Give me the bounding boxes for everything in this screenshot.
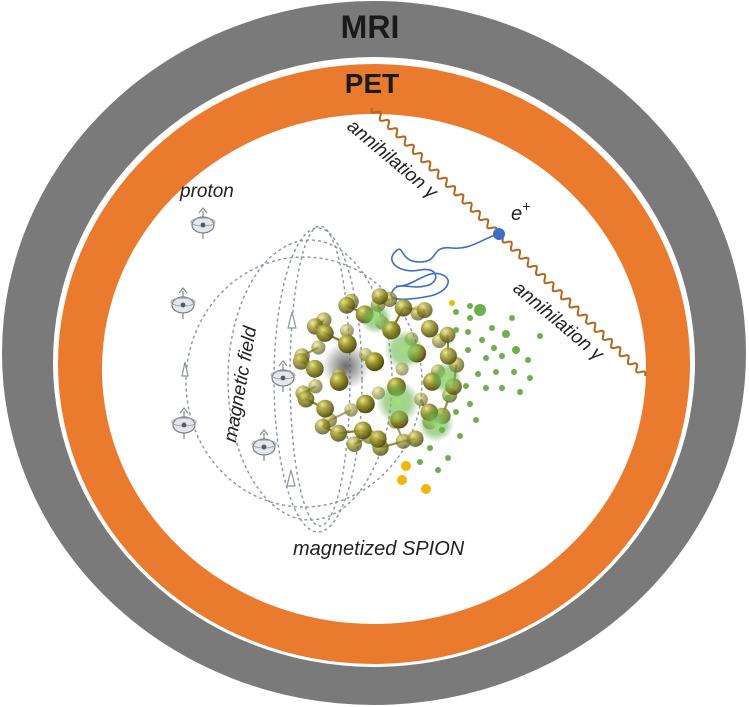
emitted-dot [449,300,455,306]
tracer-dot [512,346,520,354]
tracer-dot [457,433,463,439]
tracer-dot [491,345,497,351]
proton-spin-icon [170,286,196,319]
tracer-dot [453,309,459,315]
tracer-dot [475,371,481,377]
fullerene-atom [292,353,310,370]
tracer-dot [525,357,531,363]
proton-group [170,206,296,461]
proton-label: proton [179,181,234,202]
fullerene-atom [439,347,457,365]
fullerene-atom [439,326,456,343]
fullerene-atom [297,390,315,408]
tracer-dot [417,459,423,465]
tracer-dots [417,303,543,473]
fullerene-atom [338,296,356,314]
tracer-dot [479,337,485,343]
proton-spin-icon [190,206,216,239]
fullerene-atom [354,421,372,440]
emitted-dot [397,475,407,485]
field-arrows [181,311,297,487]
tracer-dot [499,385,505,391]
fullerene-atom [356,394,375,414]
tracer-dot [467,401,473,407]
fullerene-atom [365,352,385,372]
fullerene-atom [316,324,334,342]
tracer-dot [499,353,505,359]
tracer-dot [463,383,469,389]
fullerene-atom [420,319,439,338]
gamma-wave-lower [501,237,647,377]
fullerene-atom [394,299,413,317]
positron-label-base: e [511,203,522,225]
tracer-dot [473,417,479,423]
tracer-dot [453,327,459,333]
fullerene-atom [314,418,331,435]
fullerene-nanoparticle-icon [292,288,465,456]
tracer-dot [427,445,433,451]
tracer-dot [445,455,451,461]
fullerene-atom [316,399,334,418]
pet-label: PET [345,68,399,99]
tracer-dot [517,389,523,395]
tracer-dot [489,325,495,331]
tracer-dot [527,375,533,381]
positron-label-sup: + [522,198,530,214]
emitted-dot [421,484,431,494]
proton-spin-icon [270,359,296,392]
fullerene-atom [338,334,357,354]
fullerene-atom [330,424,348,442]
tracer-dot [445,395,451,401]
fullerene-atom [369,430,387,448]
fullerene-atom [395,433,411,449]
proton-spin-icon [251,428,277,461]
gamma-wave-upper [370,107,498,233]
positron-track [390,233,499,301]
proton-spin-icon [171,406,197,439]
tracer-dot [435,467,441,473]
tracer-dot [467,315,473,321]
tracer-dot [537,333,543,339]
fullerene-atom [311,340,326,355]
tracer-dot [465,329,471,335]
positron-label: e+ [511,198,530,225]
tracer-dot [502,330,510,338]
tracer-dot [483,385,489,391]
tracer-dot [439,427,445,433]
fullerene-atom [371,288,388,305]
fullerene-atom [340,323,354,338]
fullerene-atom [344,403,358,417]
fullerene-atom [346,436,363,453]
tracer-dot [493,369,499,375]
emitted-dot [401,461,411,471]
tracer-dot [511,369,517,375]
tracer-dot [483,355,489,361]
tracer-dot [465,347,471,353]
fullerene-atom [329,372,349,392]
spion-label: magnetized SPION [293,538,465,560]
tracer-dot [474,304,486,316]
emitted-dots [397,300,455,494]
fullerene-atom [308,379,323,394]
fullerene-atom [416,302,433,319]
fullerene-atom [407,430,424,447]
tracer-dot [509,315,515,321]
fullerene-atom [305,359,324,378]
tracer-dot [467,303,473,309]
positron-dot-icon [493,228,505,240]
tracer-dot [453,409,459,415]
mri-label: MRI [341,9,400,45]
